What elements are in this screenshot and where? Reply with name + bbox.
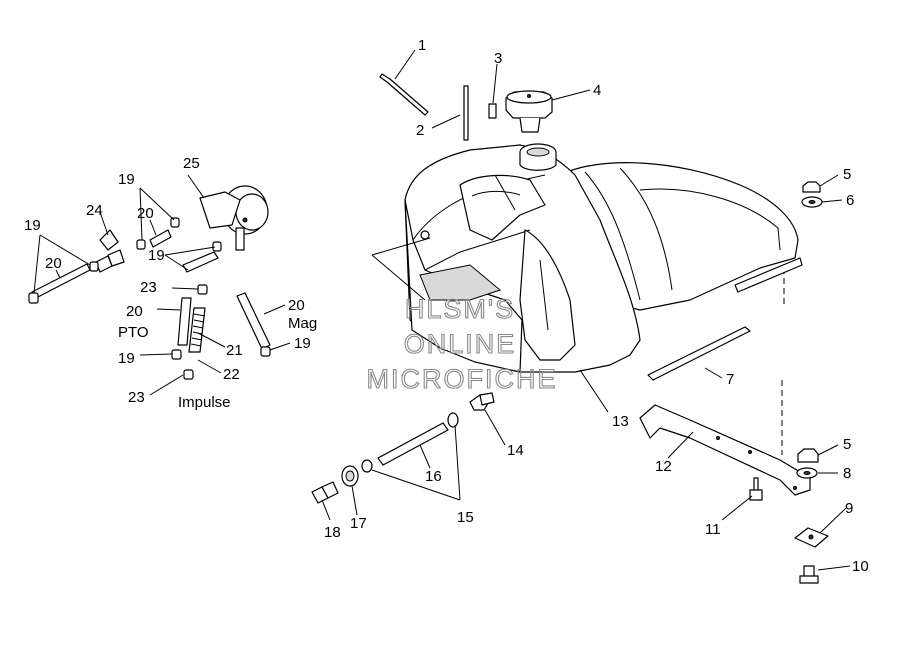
grommet-17 — [341, 465, 359, 487]
callout-19-e: 19 — [294, 335, 311, 352]
callout-19-c: 19 — [148, 247, 165, 264]
clamp-19b — [89, 261, 99, 272]
fuel-pump — [199, 185, 269, 251]
clamp-19-pto — [171, 349, 182, 360]
fuel-tank — [404, 143, 799, 373]
bolt-10 — [799, 565, 819, 584]
callout-4: 4 — [593, 82, 601, 99]
callout-19-d: 19 — [118, 350, 135, 367]
callout-12: 12 — [655, 458, 672, 475]
clamp-19a — [28, 292, 39, 304]
callout-leaders — [33, 49, 851, 571]
mag-label: Mag — [288, 315, 317, 332]
callout-9: 9 — [845, 500, 853, 517]
callout-5-upper: 5 — [843, 166, 851, 183]
callout-23-a: 23 — [140, 279, 157, 296]
watermark-line-1: HLSM'S — [405, 294, 515, 324]
connector-23a — [197, 284, 208, 295]
callout-24: 24 — [86, 202, 103, 219]
callout-numbers: 1 2 3 4 5 6 7 5 8 9 10 11 12 13 14 15 16… — [24, 37, 869, 575]
clamp-19d — [170, 217, 180, 228]
connector-23b — [183, 369, 194, 380]
fitting-18 — [311, 481, 339, 504]
clamp-15a — [447, 412, 459, 428]
cable-tie — [379, 73, 429, 116]
callout-23-b: 23 — [128, 389, 145, 406]
shutoff-valve — [95, 229, 125, 273]
clamp-19e — [212, 241, 222, 252]
callout-1: 1 — [418, 37, 426, 54]
clamp-19-mag — [260, 346, 271, 357]
tank-leader — [371, 237, 431, 301]
watermark: HLSM'S ONLINE MICROFICHE — [366, 293, 558, 394]
nut-lower — [796, 448, 819, 479]
fuel-cap — [505, 90, 553, 133]
callout-20-b: 20 — [137, 205, 154, 222]
callout-6: 6 — [846, 192, 854, 209]
callout-7: 7 — [726, 371, 734, 388]
hose-20b — [149, 229, 172, 248]
callout-16: 16 — [425, 468, 442, 485]
callout-18: 18 — [324, 524, 341, 541]
callout-8: 8 — [843, 465, 851, 482]
callout-3: 3 — [494, 50, 502, 67]
callout-19-a: 19 — [24, 217, 41, 234]
vent-fitting — [488, 103, 497, 119]
callout-25: 25 — [183, 155, 200, 172]
tank-strap — [647, 326, 751, 381]
pump-hose — [182, 251, 219, 273]
callout-10: 10 — [852, 558, 869, 575]
callout-15: 15 — [457, 509, 474, 526]
mount-bracket — [639, 404, 811, 496]
vent-line-pin — [463, 85, 469, 141]
impulse-hose — [188, 307, 206, 353]
clamp-19c — [136, 239, 146, 250]
clamp-15b — [361, 459, 373, 473]
hose-20-mag — [236, 292, 271, 350]
callout-20-mag: 20 — [288, 297, 305, 314]
watermark-line-3: MICROFICHE — [367, 364, 558, 394]
callout-11: 11 — [705, 521, 721, 538]
bolt-11 — [749, 477, 763, 501]
fuel-hose-16 — [377, 422, 449, 466]
callout-17: 17 — [350, 515, 367, 532]
fuel-valve-14 — [469, 392, 495, 411]
nut-upper — [801, 181, 823, 208]
tank-rear-bracket — [734, 257, 803, 293]
callout-5-lower: 5 — [843, 436, 851, 453]
callout-13: 13 — [612, 413, 629, 430]
pto-label: PTO — [118, 324, 149, 341]
callout-14: 14 — [507, 442, 524, 459]
callout-19-b: 19 — [118, 171, 135, 188]
callout-20-a: 20 — [45, 255, 62, 272]
watermark-line-2: ONLINE — [404, 329, 517, 359]
callout-21: 21 — [226, 342, 243, 359]
callout-20-pto: 20 — [126, 303, 143, 320]
callout-2: 2 — [416, 122, 424, 139]
hose-20-pto — [177, 297, 192, 346]
impulse-label: Impulse — [178, 394, 231, 411]
callout-22: 22 — [223, 366, 240, 383]
